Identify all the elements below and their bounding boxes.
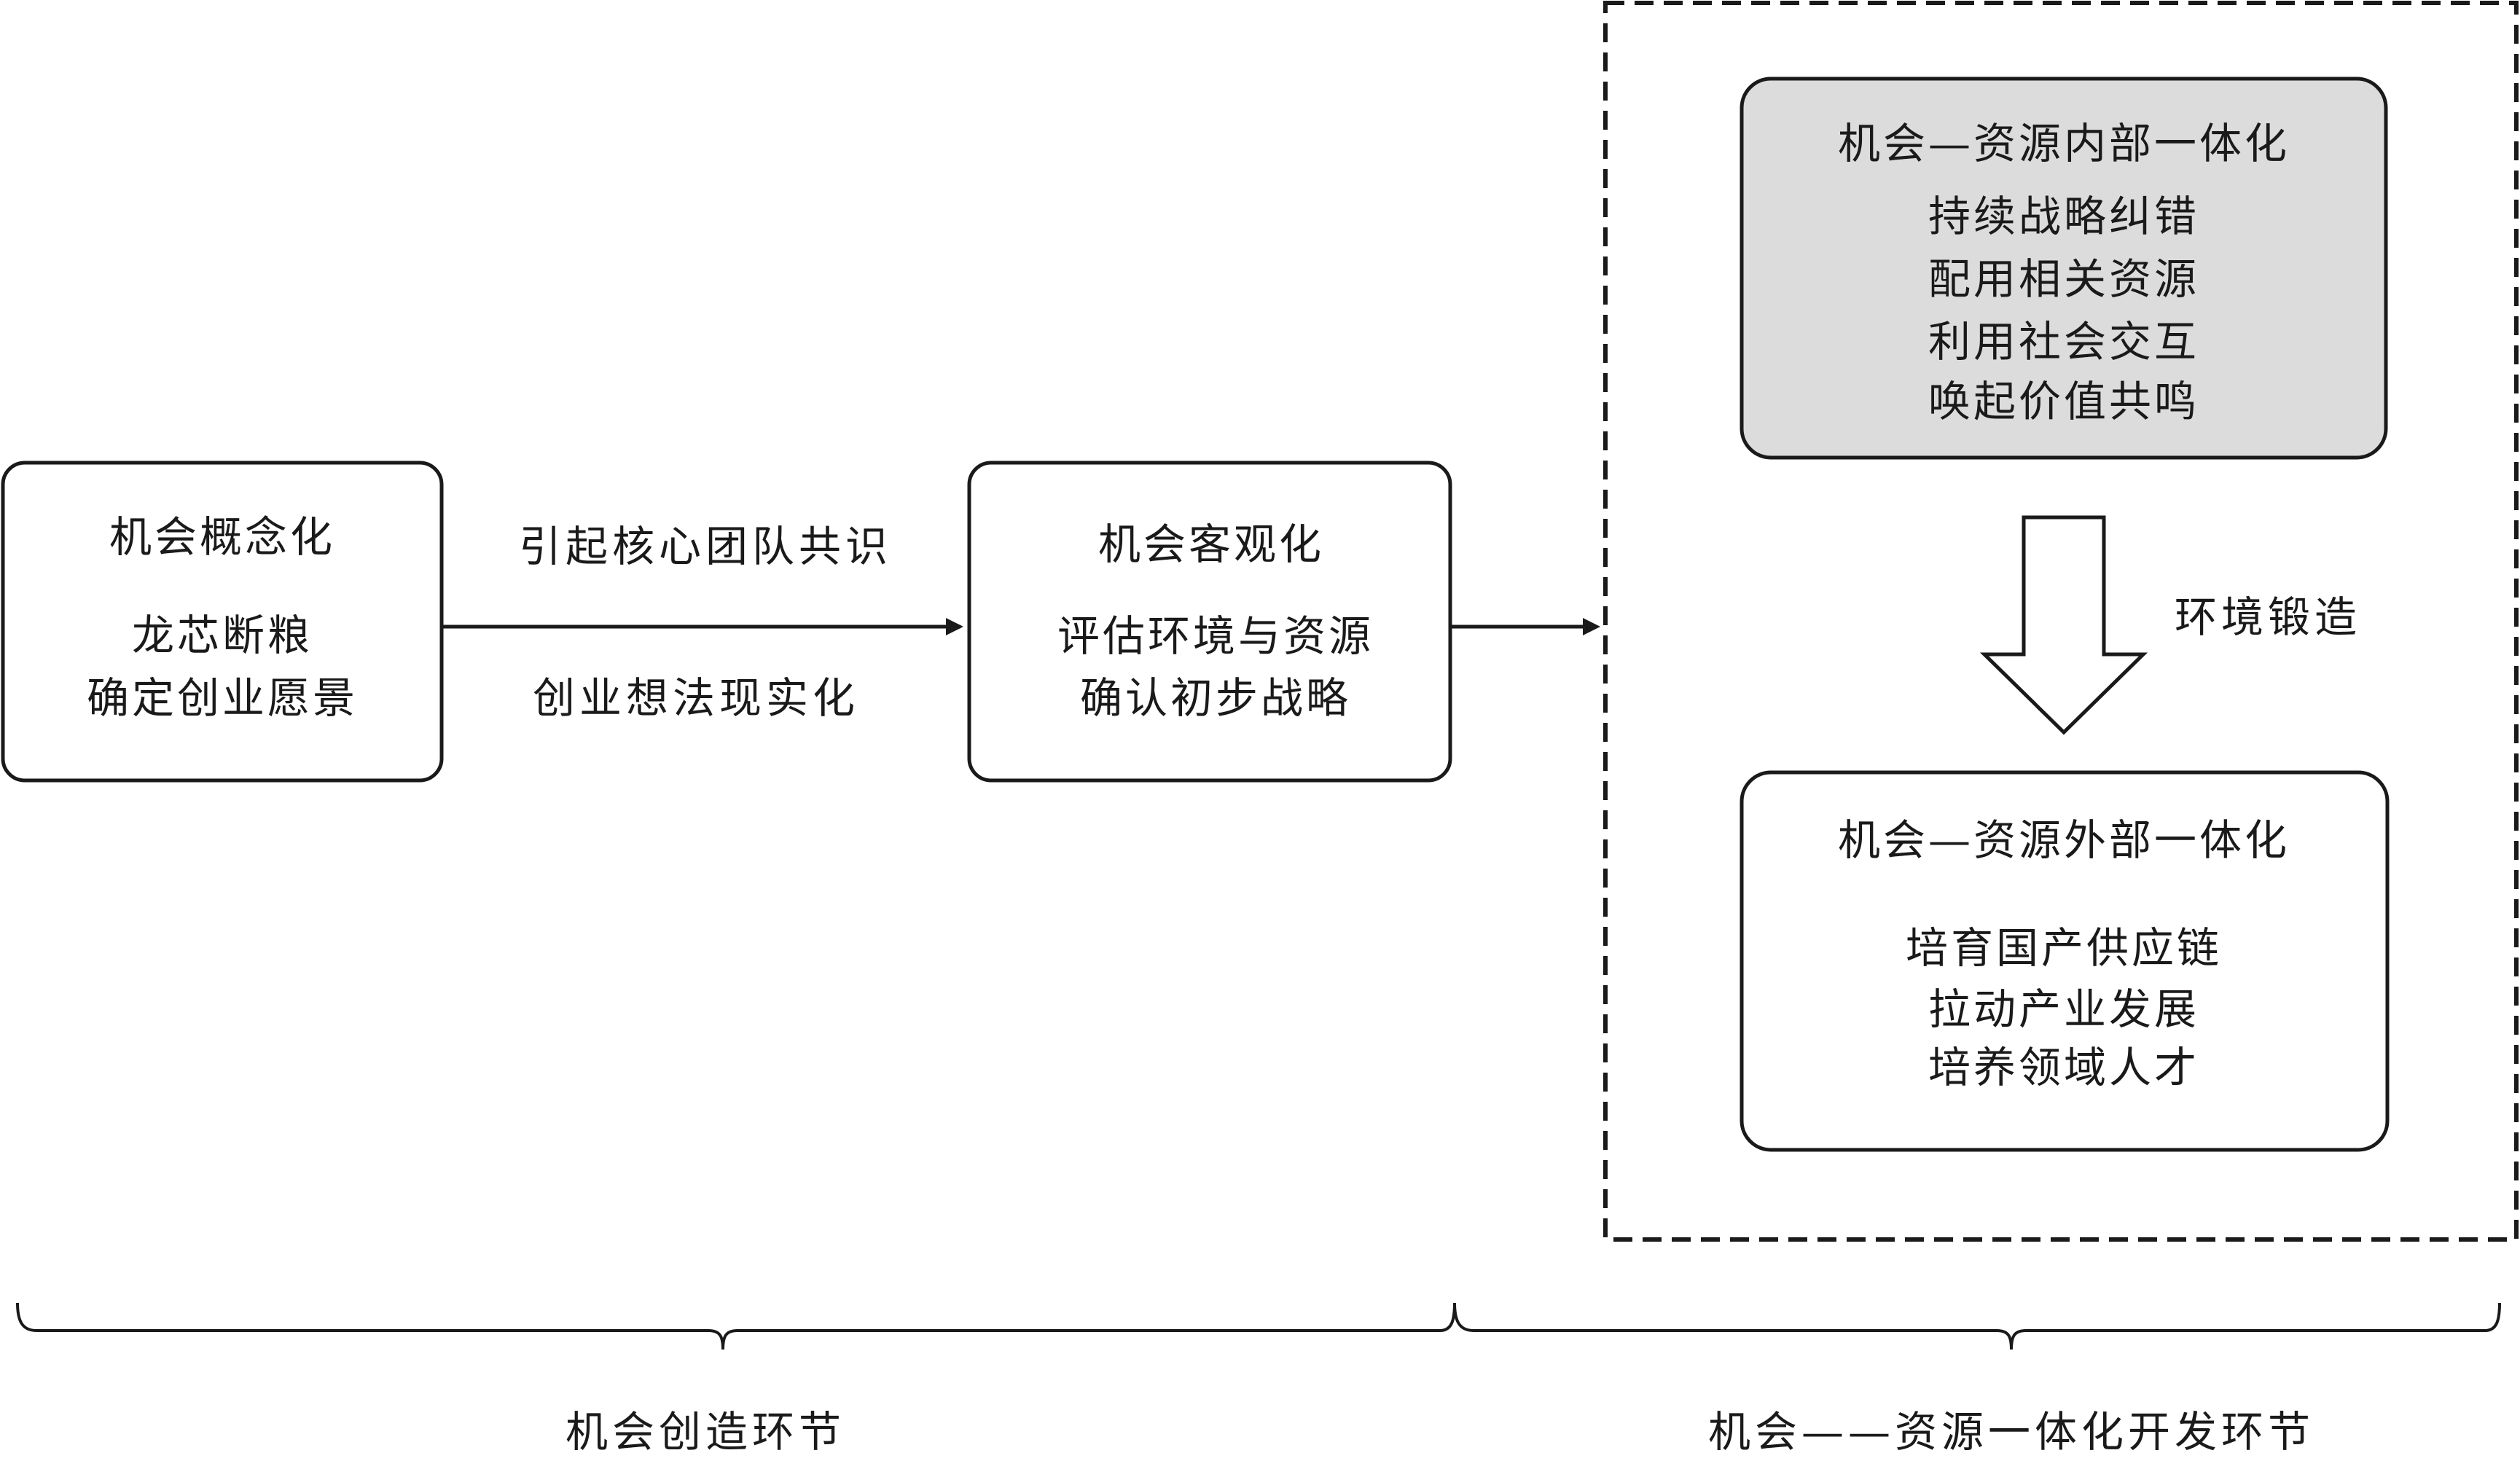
box-external-integration: 机会—资源外部一体化 培育国产供应链 拉动产业发展 培养领域人才	[1740, 770, 2390, 1152]
brace-right-shape	[1453, 1302, 2501, 1350]
box4-line-1: 拉动产业发展	[1928, 984, 2199, 1034]
box3-line-3: 唤起价值共鸣	[1928, 377, 2199, 426]
arrow-box1-to-box2: 引起核心团队共识 创业想法现实化	[442, 522, 963, 723]
box-internal-integration-frame	[1740, 77, 2388, 460]
box2-line1: 评估环境与资源	[1057, 611, 1374, 661]
phase-left-label: 机会创造环节	[566, 1407, 845, 1457]
integration-dashed-region	[1603, 1, 2519, 1242]
brace-left-shape	[16, 1302, 1456, 1350]
box2-title: 机会客观化	[1098, 520, 1324, 569]
down-arrow-label: 环境锻造	[2175, 592, 2361, 642]
box3-line-2: 利用社会交互	[1928, 317, 2199, 367]
box-opportunity-conceptualization: 机会概念化 龙芯断粮 确定创业愿景	[1, 461, 444, 783]
box2-line2: 确认初步战略	[1080, 673, 1351, 723]
box-opportunity-objectification: 机会客观化 评估环境与资源 确认初步战略	[967, 461, 1452, 783]
environment-forging-arrow: 环境锻造	[1979, 515, 2361, 735]
arrow-box2-to-integration	[1450, 618, 1600, 635]
box-internal-integration: 机会—资源内部一体化 持续战略纠错 配用相关资源 利用社会交互 唤起价值共鸣	[1740, 77, 2388, 460]
box3-title: 机会—资源内部一体化	[1838, 119, 2290, 168]
box4-line-2: 培养领域人才	[1928, 1043, 2199, 1092]
arrow1-label-bottom: 创业想法现实化	[533, 673, 859, 723]
arrow1-label-top: 引起核心团队共识	[519, 522, 892, 571]
down-arrow-icon	[1979, 515, 2148, 735]
box1-title: 机会概念化	[109, 512, 335, 562]
phase-brace-right: 机会——资源一体化开发环节	[1453, 1302, 2501, 1457]
box1-line2: 确定创业愿景	[87, 673, 358, 723]
box1-line1: 龙芯断粮	[132, 611, 313, 660]
box3-line-0: 持续战略纠错	[1928, 192, 2199, 241]
phase-right-label: 机会——资源一体化开发环节	[1708, 1407, 2314, 1457]
box-opportunity-conceptualization-frame	[1, 461, 444, 783]
box4-line-0: 培育国产供应链	[1906, 923, 2222, 973]
box3-line-1: 配用相关资源	[1928, 254, 2199, 304]
box-external-integration-frame	[1740, 770, 2390, 1152]
box-opportunity-objectification-frame	[967, 461, 1452, 783]
box4-title: 机会—资源外部一体化	[1838, 815, 2290, 865]
phase-brace-left: 机会创造环节	[16, 1302, 1456, 1457]
arrow1-head	[946, 618, 963, 635]
arrow2-head	[1583, 618, 1600, 635]
